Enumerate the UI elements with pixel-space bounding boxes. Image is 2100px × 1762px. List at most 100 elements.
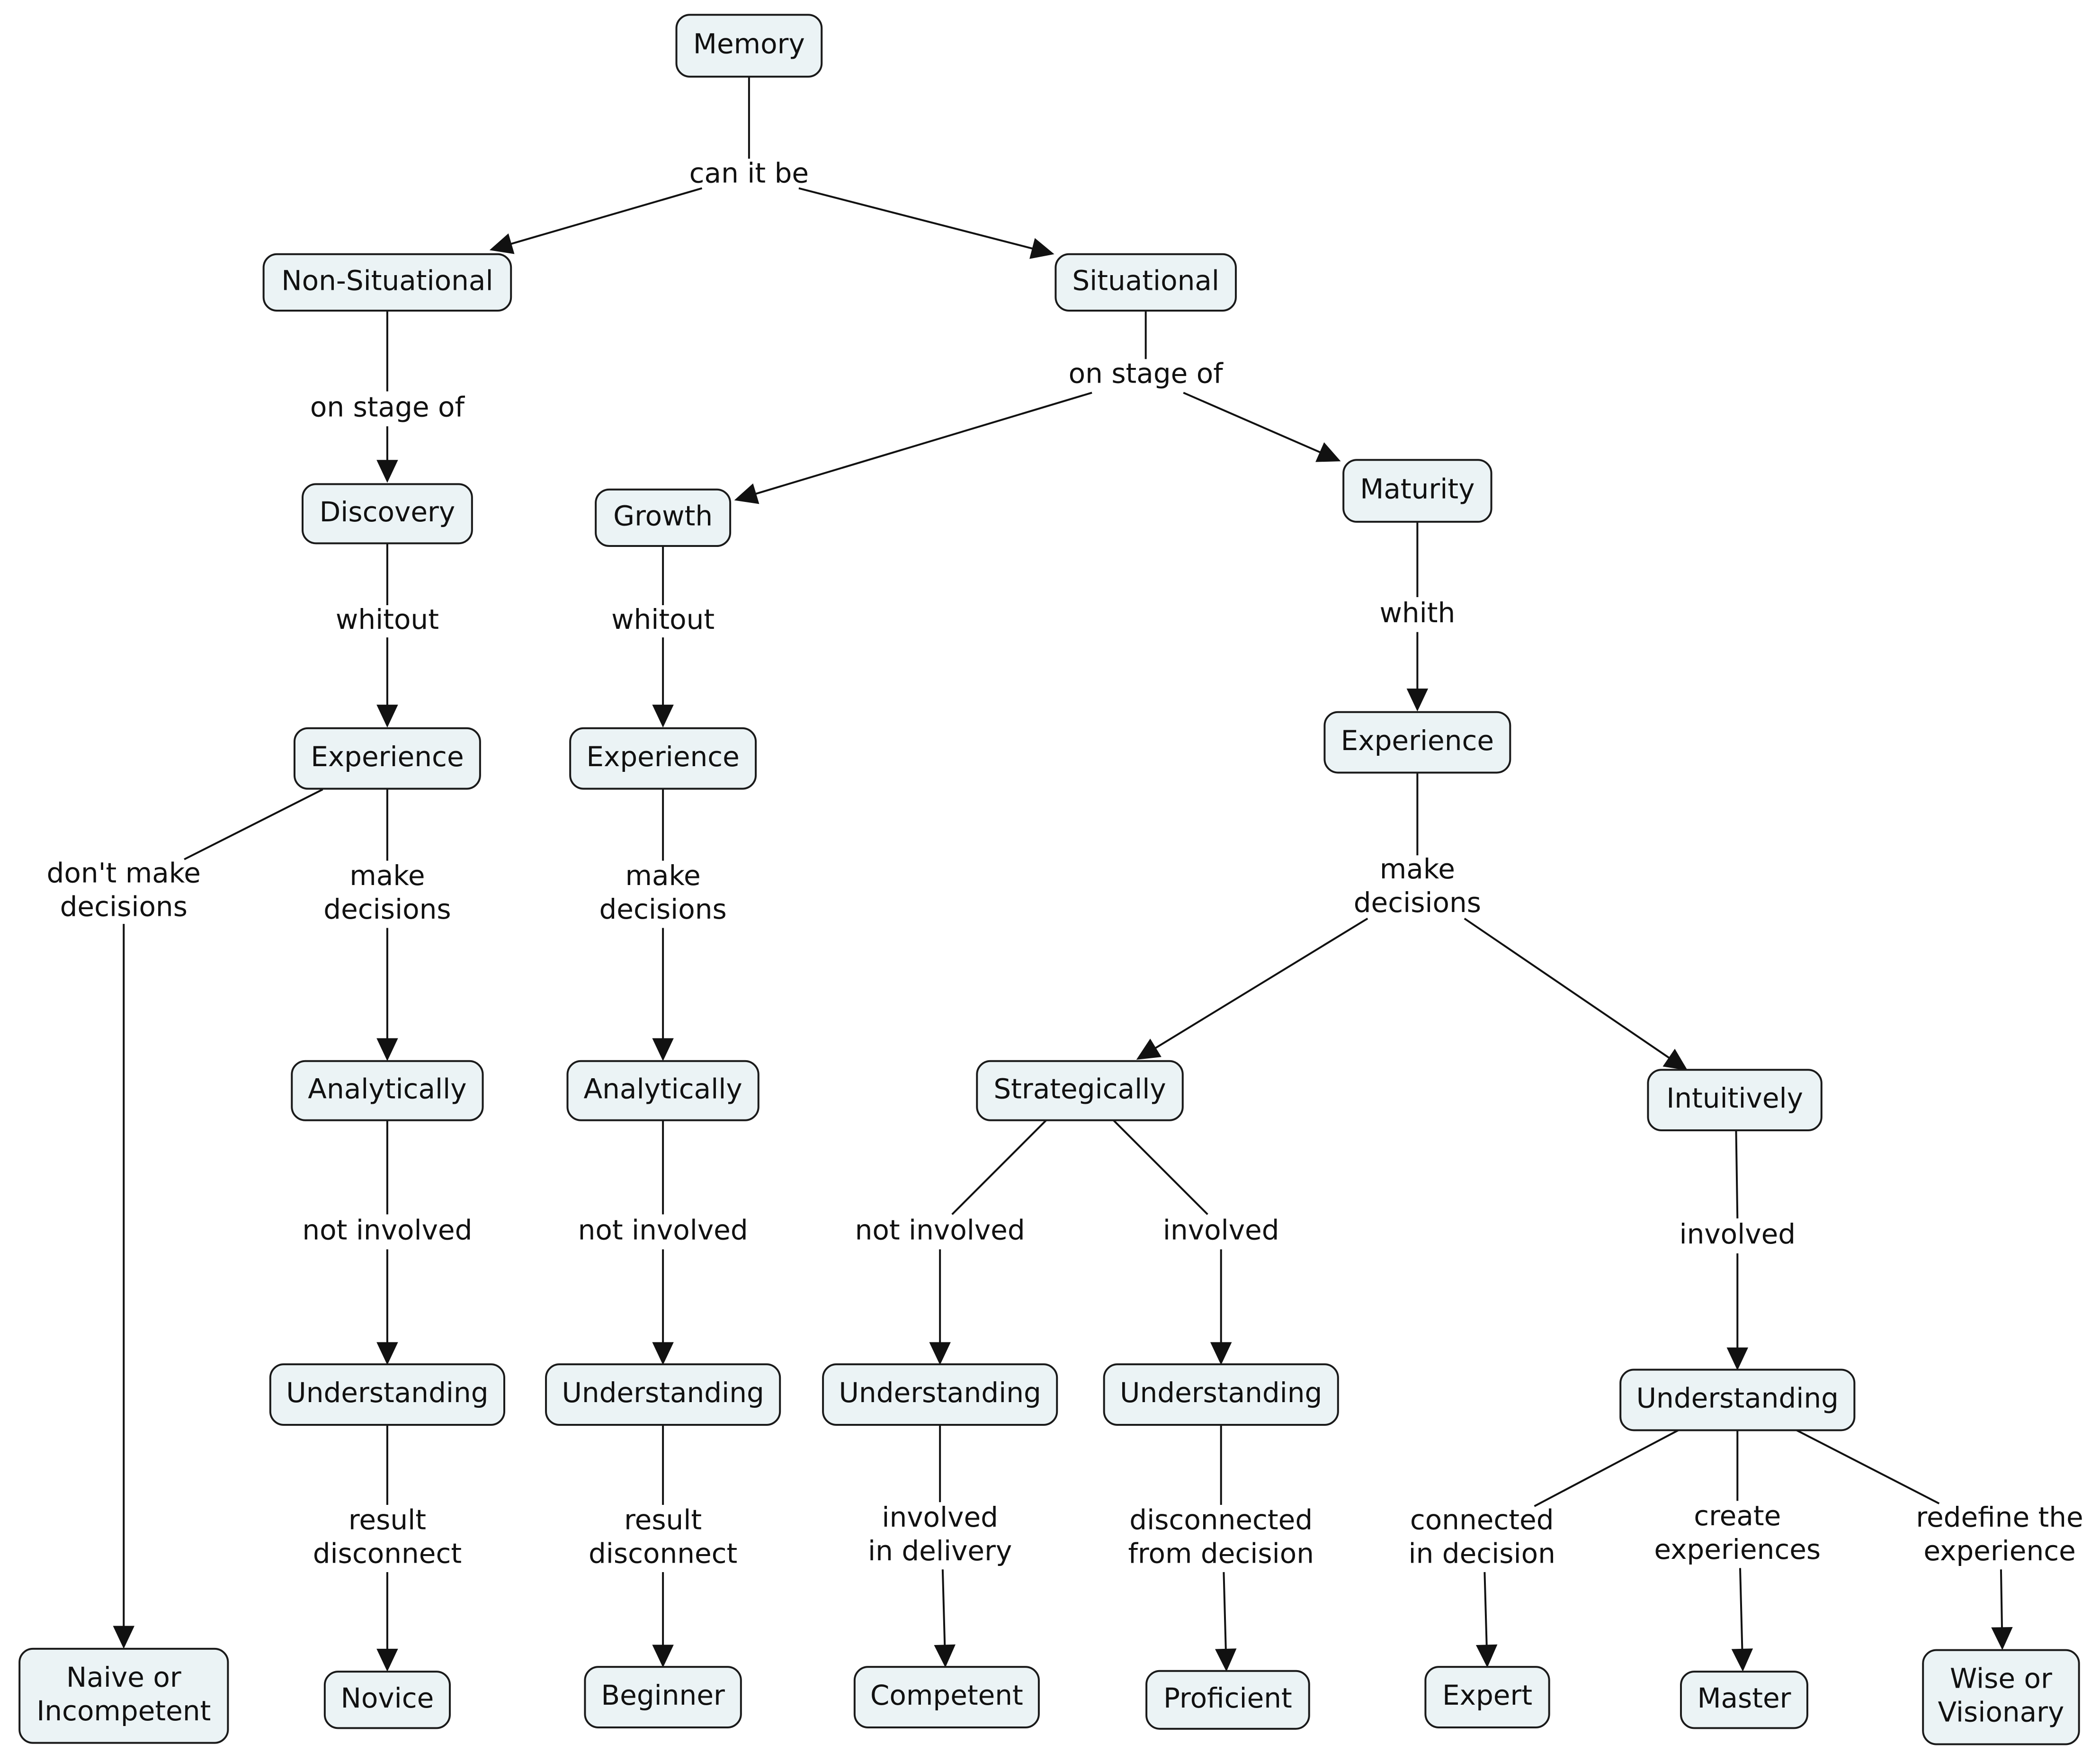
link-label-text: on stage of — [310, 391, 465, 423]
connector-line — [1483, 1572, 1488, 1648]
link-label-text: whith — [1379, 597, 1455, 629]
node-label: Strategically — [993, 1073, 1166, 1105]
node-label: Memory — [693, 28, 805, 60]
connector-line — [798, 187, 1036, 250]
link-label-not-involved-3: not involved — [855, 1214, 1025, 1246]
node-box — [853, 1666, 1040, 1728]
node-label: Growth — [613, 500, 713, 532]
node-proficient[interactable]: Proficient — [1145, 1670, 1310, 1730]
link-label-can-it-be: can it be — [689, 157, 809, 189]
node-experience-discovery[interactable]: Experience — [293, 727, 481, 790]
link-label-text: connected — [1410, 1504, 1554, 1536]
node-competent[interactable]: Competent — [853, 1666, 1040, 1728]
node-analytically-growth[interactable]: Analytically — [566, 1060, 760, 1121]
node-understanding-3[interactable]: Understanding — [822, 1363, 1058, 1426]
node-box — [976, 1060, 1184, 1121]
node-situational[interactable]: Situational — [1054, 253, 1237, 312]
node-strategically[interactable]: Strategically — [976, 1060, 1184, 1121]
node-memory[interactable]: Memory — [675, 14, 823, 78]
node-box — [545, 1363, 781, 1426]
node-label: Incompetent — [36, 1695, 211, 1727]
node-label: Proficient — [1163, 1682, 1292, 1714]
node-label: Analytically — [583, 1073, 742, 1105]
connector-line — [951, 1119, 1047, 1215]
node-box — [1145, 1670, 1310, 1730]
node-label: Master — [1697, 1682, 1791, 1714]
arrowhead-icon — [934, 1644, 956, 1668]
node-master[interactable]: Master — [1680, 1671, 1808, 1729]
node-box — [1342, 459, 1492, 523]
node-label: Situational — [1072, 265, 1219, 297]
arrowhead-icon — [1215, 1648, 1237, 1672]
node-growth[interactable]: Growth — [595, 488, 732, 547]
node-box — [1424, 1666, 1550, 1728]
node-label: Visionary — [1938, 1696, 2064, 1728]
node-discovery[interactable]: Discovery — [302, 483, 473, 545]
node-label: Non-Situational — [281, 265, 493, 297]
connector-line — [2000, 1569, 2003, 1631]
arrowhead-icon — [1731, 1648, 1753, 1672]
node-intuitively[interactable]: Intuitively — [1647, 1069, 1823, 1132]
node-experience-growth[interactable]: Experience — [569, 727, 757, 790]
link-label-text: disconnect — [589, 1538, 737, 1570]
node-box — [1054, 253, 1237, 312]
link-label-on-stage-of-left: on stage of — [310, 391, 465, 423]
link-label-text: decisions — [1354, 886, 1481, 919]
node-maturity[interactable]: Maturity — [1342, 459, 1492, 523]
link-label-text: result — [624, 1504, 702, 1536]
link-label-involved-1: involved — [1163, 1214, 1279, 1246]
node-box — [822, 1363, 1058, 1426]
node-box — [569, 727, 757, 790]
node-non-situational[interactable]: Non-Situational — [262, 253, 512, 312]
node-novice[interactable]: Novice — [323, 1671, 451, 1729]
arrowhead-icon — [734, 483, 760, 504]
arrowhead-icon — [652, 1342, 674, 1365]
arrowhead-icon — [376, 460, 398, 483]
connector-line — [1534, 1429, 1680, 1507]
node-analytically-discovery[interactable]: Analytically — [291, 1060, 484, 1121]
connector-line — [508, 187, 703, 246]
link-label-involved-2: involved — [1679, 1218, 1796, 1250]
node-expert[interactable]: Expert — [1424, 1666, 1550, 1728]
edges-layer — [113, 76, 2013, 1672]
node-box — [302, 483, 473, 545]
link-label-text: not involved — [302, 1214, 472, 1246]
node-box — [675, 14, 823, 78]
link-label-text: can it be — [689, 157, 809, 189]
arrowhead-icon — [1662, 1048, 1688, 1071]
node-understanding-1[interactable]: Understanding — [269, 1363, 506, 1426]
arrowhead-icon — [1406, 689, 1429, 712]
node-label: Analytically — [308, 1073, 466, 1105]
node-label: Wise or — [1950, 1663, 2052, 1695]
link-label-text: make — [1380, 853, 1455, 885]
connector-line — [1223, 1572, 1227, 1653]
node-box — [293, 727, 481, 790]
link-label-text: experience — [1923, 1535, 2075, 1567]
link-label-text: decisions — [323, 893, 451, 925]
node-label: Discovery — [320, 496, 456, 528]
node-experience-maturity[interactable]: Experience — [1323, 711, 1511, 774]
arrowhead-icon — [1136, 1038, 1162, 1060]
connector-line — [1735, 1129, 1739, 1219]
link-label-text: involved — [882, 1501, 998, 1533]
node-box — [584, 1666, 742, 1728]
node-label: Naive or — [66, 1661, 181, 1693]
node-understanding-4[interactable]: Understanding — [1103, 1363, 1339, 1426]
node-beginner[interactable]: Beginner — [584, 1666, 742, 1728]
node-label: Intuitively — [1666, 1082, 1803, 1114]
node-box — [1323, 711, 1511, 774]
node-understanding-5[interactable]: Understanding — [1619, 1368, 1856, 1431]
node-understanding-2[interactable]: Understanding — [545, 1363, 781, 1426]
node-label: Maturity — [1360, 473, 1474, 505]
